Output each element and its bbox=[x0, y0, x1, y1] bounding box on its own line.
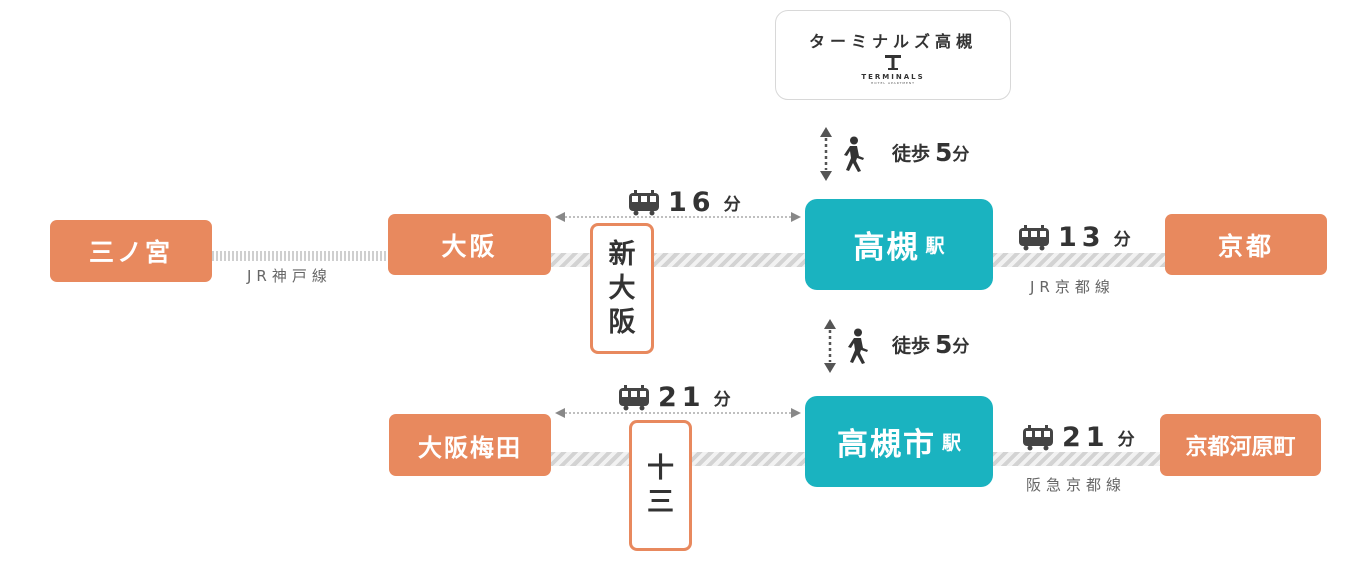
walk-unit: 分 bbox=[952, 337, 970, 357]
station-char: 阪 bbox=[608, 306, 636, 338]
time-unit: 分 bbox=[713, 390, 731, 410]
station-takatsukishi: 高槻市 駅 bbox=[805, 396, 993, 487]
station-osaka-umeda: 大阪梅田 bbox=[389, 414, 551, 476]
track-takatsuki-kyoto bbox=[992, 253, 1167, 267]
station-sannomiya: 三ノ宮 bbox=[50, 220, 212, 282]
double-arrow-icon bbox=[555, 408, 801, 418]
double-arrow-icon bbox=[555, 212, 801, 222]
station-takatsuki: 高槻 駅 bbox=[805, 199, 993, 290]
travel-time-takatsukishi-kawaramachi: 21 分 bbox=[1022, 422, 1135, 453]
walking-person-icon bbox=[848, 328, 868, 364]
travel-time-umeda-takatsukishi: 21 分 bbox=[618, 382, 731, 413]
double-arrow-icon bbox=[820, 127, 832, 181]
train-icon bbox=[1023, 424, 1053, 450]
train-icon bbox=[619, 384, 649, 410]
line-label-jr-kyoto: JR京都線 bbox=[1030, 278, 1115, 296]
track-takatsukishi-kawaramachi bbox=[992, 452, 1162, 466]
station-osaka: 大阪 bbox=[388, 214, 551, 275]
hotel-logo-word: TERMINALS bbox=[861, 73, 925, 81]
station-kyoto: 京都 bbox=[1165, 214, 1327, 275]
walking-person-icon bbox=[844, 136, 864, 172]
hotel-card: ターミナルズ高槻 TERMINALS HOTEL APARTMENT bbox=[775, 10, 1011, 100]
time-value: 21 bbox=[658, 382, 706, 413]
walk-time-top: 徒歩 5 分 bbox=[892, 138, 969, 167]
walk-label: 徒歩 bbox=[892, 143, 931, 165]
hotel-logo-sub: HOTEL APARTMENT bbox=[871, 81, 915, 85]
time-value: 16 bbox=[668, 187, 716, 218]
station-suffix: 駅 bbox=[941, 432, 961, 454]
time-unit: 分 bbox=[1117, 430, 1135, 450]
travel-time-takatsuki-kyoto: 13 分 bbox=[1018, 222, 1131, 253]
station-juso: 十 三 bbox=[629, 420, 692, 551]
station-char: 新 bbox=[608, 238, 636, 270]
time-unit: 分 bbox=[723, 195, 741, 215]
station-char: 十 bbox=[647, 452, 674, 484]
train-icon bbox=[1019, 224, 1049, 250]
double-arrow-icon bbox=[824, 319, 836, 373]
travel-time-osaka-takatsuki: 16 分 bbox=[628, 187, 741, 218]
station-char: 大 bbox=[608, 272, 636, 304]
line-label-hankyu-kyoto: 阪急京都線 bbox=[1026, 476, 1127, 494]
line-label-jr-kobe: JR神戸線 bbox=[247, 267, 332, 285]
train-icon bbox=[629, 189, 659, 215]
station-name: 高槻市 bbox=[836, 427, 936, 463]
hotel-logo-icon bbox=[885, 55, 901, 70]
walk-unit: 分 bbox=[952, 145, 970, 165]
track-osaka-takatsuki bbox=[550, 253, 806, 267]
time-unit: 分 bbox=[1113, 230, 1131, 250]
time-value: 13 bbox=[1058, 222, 1106, 253]
time-value: 21 bbox=[1062, 422, 1110, 453]
walk-label: 徒歩 bbox=[892, 335, 931, 357]
station-name: 高槻 bbox=[853, 230, 920, 266]
station-char: 三 bbox=[647, 486, 674, 518]
walk-value: 5 bbox=[935, 138, 953, 167]
track-jr-kobe bbox=[212, 251, 389, 261]
walk-time-bottom: 徒歩 5 分 bbox=[892, 330, 969, 359]
station-kyoto-kawaramachi: 京都河原町 bbox=[1160, 414, 1321, 476]
hotel-name: ターミナルズ高槻 bbox=[808, 32, 977, 51]
walk-value: 5 bbox=[935, 330, 953, 359]
station-shin-osaka: 新 大 阪 bbox=[590, 223, 654, 354]
station-suffix: 駅 bbox=[925, 235, 945, 257]
